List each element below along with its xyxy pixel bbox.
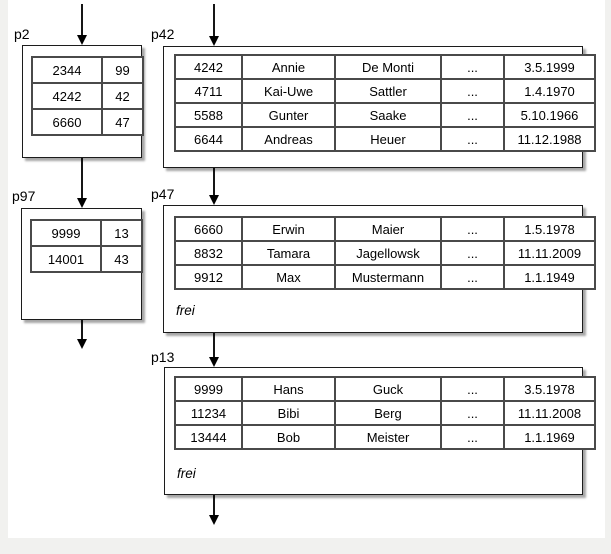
page-label-p13: p13 xyxy=(151,349,175,365)
table-cell: Berg xyxy=(334,400,442,426)
page-label-p97: p97 xyxy=(12,188,36,204)
table-cell: 6644 xyxy=(174,126,243,152)
table-cell: 43 xyxy=(100,245,143,273)
table-cell: 11.11.2009 xyxy=(503,240,596,266)
table-cell: 11.11.2008 xyxy=(503,400,596,426)
table-cell: 99 xyxy=(101,56,144,84)
table-cell: Bob xyxy=(241,424,336,450)
table-cell: Gunter xyxy=(241,102,336,128)
arrow-p13-out xyxy=(208,495,219,525)
table-cell: 4242 xyxy=(31,82,103,110)
table-cell: 9912 xyxy=(174,264,243,290)
table-cell: 1.5.1978 xyxy=(503,216,596,242)
arrow-p42-to-p47 xyxy=(208,168,219,205)
table-cell: 1.4.1970 xyxy=(503,78,596,104)
table-cell: Kai-Uwe xyxy=(241,78,336,104)
table-cell: Mustermann xyxy=(334,264,442,290)
table-cell: ... xyxy=(440,54,505,80)
table-cell: 11.12.1988 xyxy=(503,126,596,152)
table-cell: ... xyxy=(440,424,505,450)
free-space-label-p13: frei xyxy=(177,466,196,481)
table-cell: 13 xyxy=(100,219,143,247)
arrow-into-p2 xyxy=(76,4,87,45)
table-cell: 9999 xyxy=(174,376,243,402)
table-cell: ... xyxy=(440,216,505,242)
table-cell: ... xyxy=(440,240,505,266)
table-cell: ... xyxy=(440,376,505,402)
table-cell: 3.5.1978 xyxy=(503,376,596,402)
table-cell: 8832 xyxy=(174,240,243,266)
arrow-p97-out xyxy=(76,320,87,349)
table-cell: Annie xyxy=(241,54,336,80)
table-cell: ... xyxy=(440,400,505,426)
table-cell: Hans xyxy=(241,376,336,402)
free-space-label-p47: frei xyxy=(176,303,195,318)
table-cell: ... xyxy=(440,78,505,104)
table-cell: Guck xyxy=(334,376,442,402)
table-cell: De Monti xyxy=(334,54,442,80)
table-cell: ... xyxy=(440,264,505,290)
table-cell: 42 xyxy=(101,82,144,110)
table-cell: Bibi xyxy=(241,400,336,426)
arrow-p2-to-p97 xyxy=(76,158,87,208)
table-cell: Tamara xyxy=(241,240,336,266)
arrow-into-p42 xyxy=(208,4,219,46)
table-cell: Saake xyxy=(334,102,442,128)
table-cell: Jagellowsk xyxy=(334,240,442,266)
table-cell: Andreas xyxy=(241,126,336,152)
arrow-p47-to-p13 xyxy=(208,333,219,367)
table-cell: 3.5.1999 xyxy=(503,54,596,80)
table-cell: 4242 xyxy=(174,54,243,80)
table-cell: Erwin xyxy=(241,216,336,242)
page-label-p2: p2 xyxy=(14,26,30,42)
table-cell: 9999 xyxy=(30,219,102,247)
table-cell: 1.1.1949 xyxy=(503,264,596,290)
table-cell: 2344 xyxy=(31,56,103,84)
table-cell: 1.1.1969 xyxy=(503,424,596,450)
table-cell: 6660 xyxy=(31,108,103,136)
table-cell: Maier xyxy=(334,216,442,242)
table-cell: 11234 xyxy=(174,400,243,426)
table-cell: 4711 xyxy=(174,78,243,104)
table-cell: ... xyxy=(440,126,505,152)
table-cell: Sattler xyxy=(334,78,442,104)
table-cell: Max xyxy=(241,264,336,290)
table-cell: 14001 xyxy=(30,245,102,273)
table-cell: 5588 xyxy=(174,102,243,128)
table-cell: 5.10.1966 xyxy=(503,102,596,128)
table-cell: 13444 xyxy=(174,424,243,450)
page-label-p42: p42 xyxy=(151,26,175,42)
table-cell: 6660 xyxy=(174,216,243,242)
table-cell: Meister xyxy=(334,424,442,450)
table-cell: 47 xyxy=(101,108,144,136)
table-cell: ... xyxy=(440,102,505,128)
table-cell: Heuer xyxy=(334,126,442,152)
page-label-p47: p47 xyxy=(151,186,175,202)
